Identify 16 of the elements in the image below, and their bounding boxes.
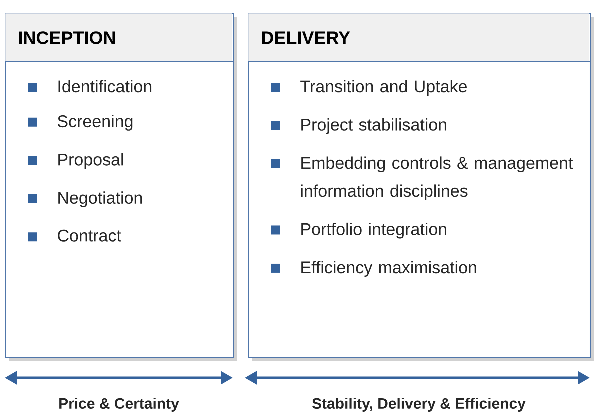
list-item: Embedding controls & management information disciplines — [271, 156, 574, 201]
list-item: Transition and Uptake — [271, 80, 467, 96]
span-label: Price & Certainty — [60, 398, 180, 412]
panel-heading: INCEPTION — [19, 32, 116, 44]
stage-panel — [248, 13, 594, 361]
list-item: Efficiency maximisation — [271, 261, 476, 278]
list-item: Contract — [28, 230, 122, 242]
list-item: Proposal — [28, 153, 124, 170]
list-item: Identification — [28, 80, 152, 93]
list-item: Portfolio integration — [271, 222, 446, 239]
list-item: Negotiation — [28, 192, 142, 208]
list-item: Screening — [28, 115, 133, 131]
panel-heading: DELIVERY — [262, 32, 350, 44]
span-label: Stability, Delivery & Efficiency — [312, 398, 526, 412]
list-item: Project stabilisation — [271, 118, 446, 134]
stage-panel — [4, 13, 237, 361]
